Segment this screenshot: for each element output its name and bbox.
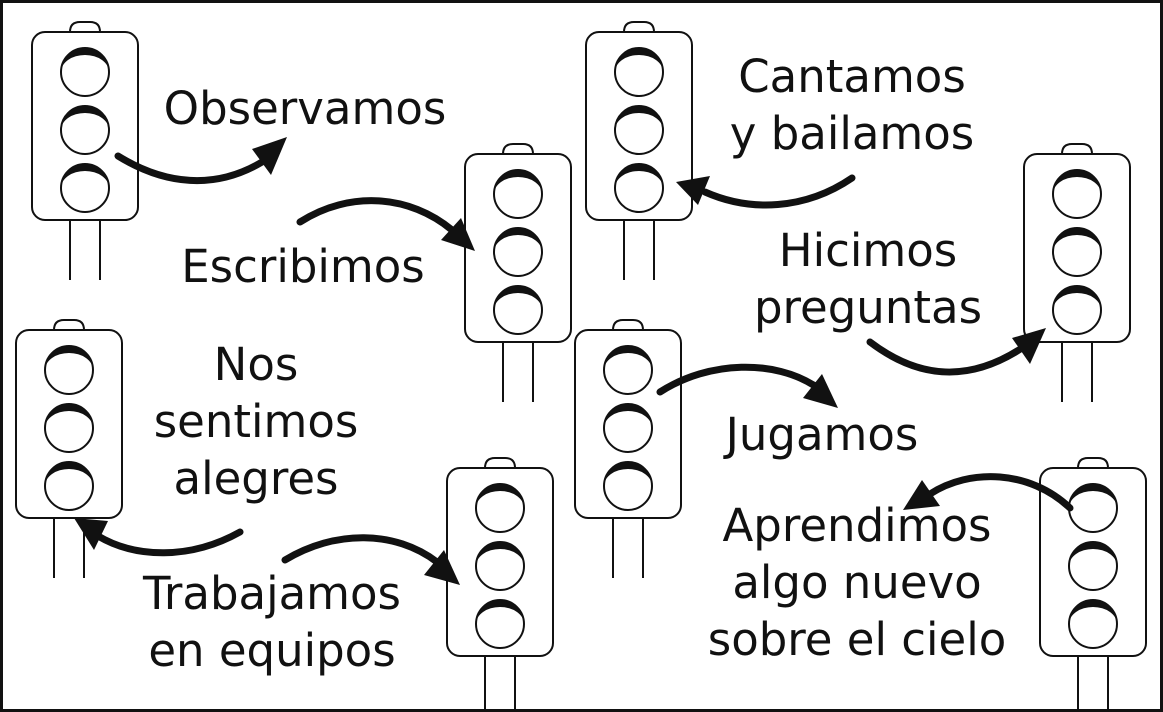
traffic-light-icon [31, 21, 139, 281]
curved-arrow-icon [296, 197, 475, 251]
traffic-light-icon [574, 319, 682, 579]
traffic-light-icon [446, 457, 554, 712]
curved-arrow-icon [74, 518, 244, 557]
label-observamos: Observamos [163, 82, 447, 135]
label-trabajamos-en-equipos: Trabajamos en equipos [143, 567, 401, 677]
traffic-light-icon [585, 21, 693, 281]
label-hicimos-preguntas: Hicimos preguntas [753, 224, 983, 334]
traffic-light-icon [1023, 143, 1131, 403]
traffic-light-icon [464, 143, 572, 403]
label-cantamos-y-bailamos: Cantamos y bailamos [729, 50, 975, 160]
label-aprendimos-algo-nuevo: Aprendimos algo nuevo sobre el cielo [707, 499, 1007, 666]
curved-arrow-icon [676, 174, 856, 209]
curved-arrow-icon [656, 363, 838, 408]
curved-arrow-icon [903, 473, 1074, 512]
curved-arrow-icon [114, 137, 287, 185]
curved-arrow-icon [281, 534, 460, 585]
label-nos-sentimos-alegres: Nos sentimos alegres [153, 338, 359, 505]
label-escribimos: Escribimos [181, 240, 425, 293]
label-jugamos: Jugamos [725, 408, 919, 461]
curved-arrow-icon [866, 328, 1046, 376]
